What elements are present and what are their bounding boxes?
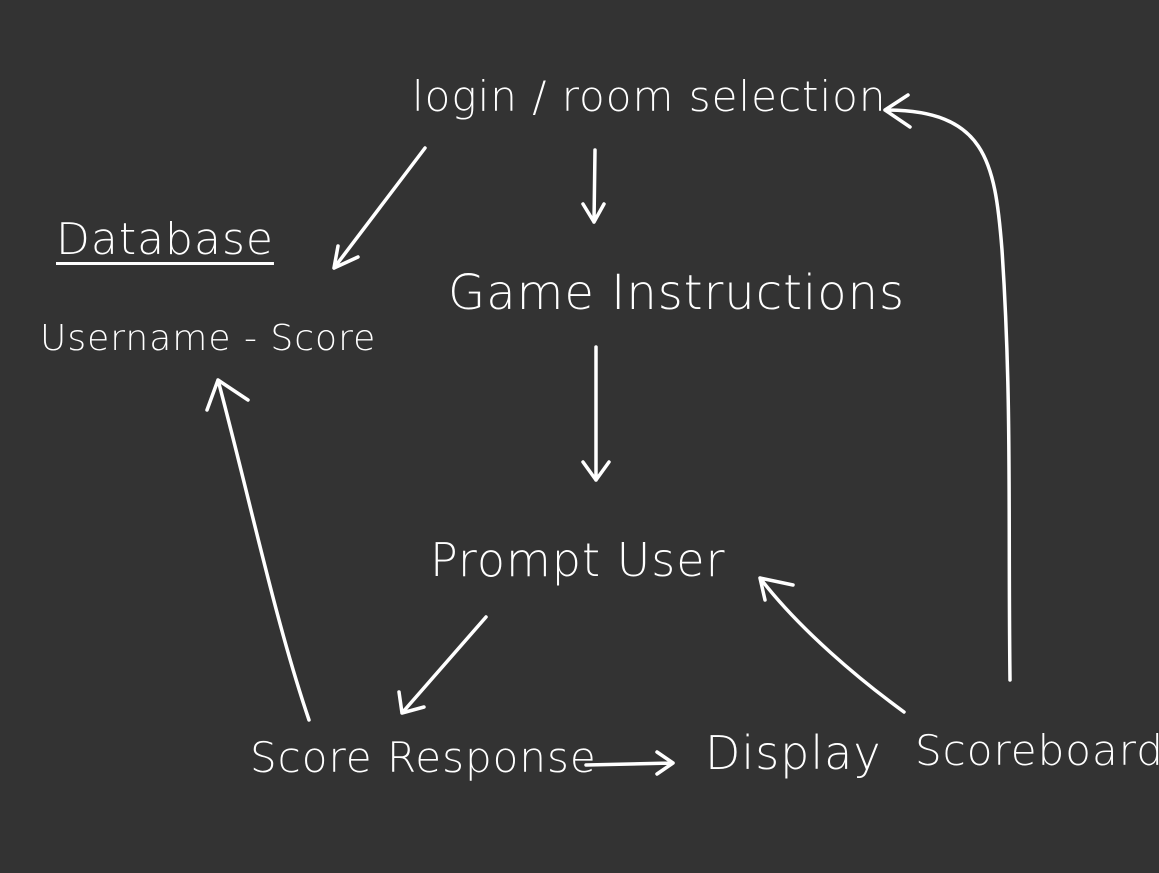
node-game-instructions: Game Instructions xyxy=(448,265,906,321)
arrow-prompt-to-score-response xyxy=(397,615,488,715)
arrow-game-to-prompt xyxy=(581,345,611,482)
node-display: Display xyxy=(705,726,882,780)
node-database-title: Database xyxy=(56,214,274,265)
arrow-scoreboard-to-prompt xyxy=(758,576,906,714)
node-username-score: Username - Score xyxy=(40,318,377,359)
arrow-scoreboard-to-login xyxy=(883,93,1012,682)
node-scoreboard: Scoreboard xyxy=(915,726,1159,775)
arrow-login-to-game-instructions xyxy=(581,148,606,224)
node-login-room-selection: login / room selection xyxy=(412,72,887,121)
arrow-score-response-to-display xyxy=(584,750,675,776)
node-score-response: Score Response xyxy=(250,733,597,782)
arrow-score-response-to-database xyxy=(205,378,311,722)
arrow-login-to-database xyxy=(332,146,427,270)
node-prompt-user: Prompt User xyxy=(430,533,726,587)
